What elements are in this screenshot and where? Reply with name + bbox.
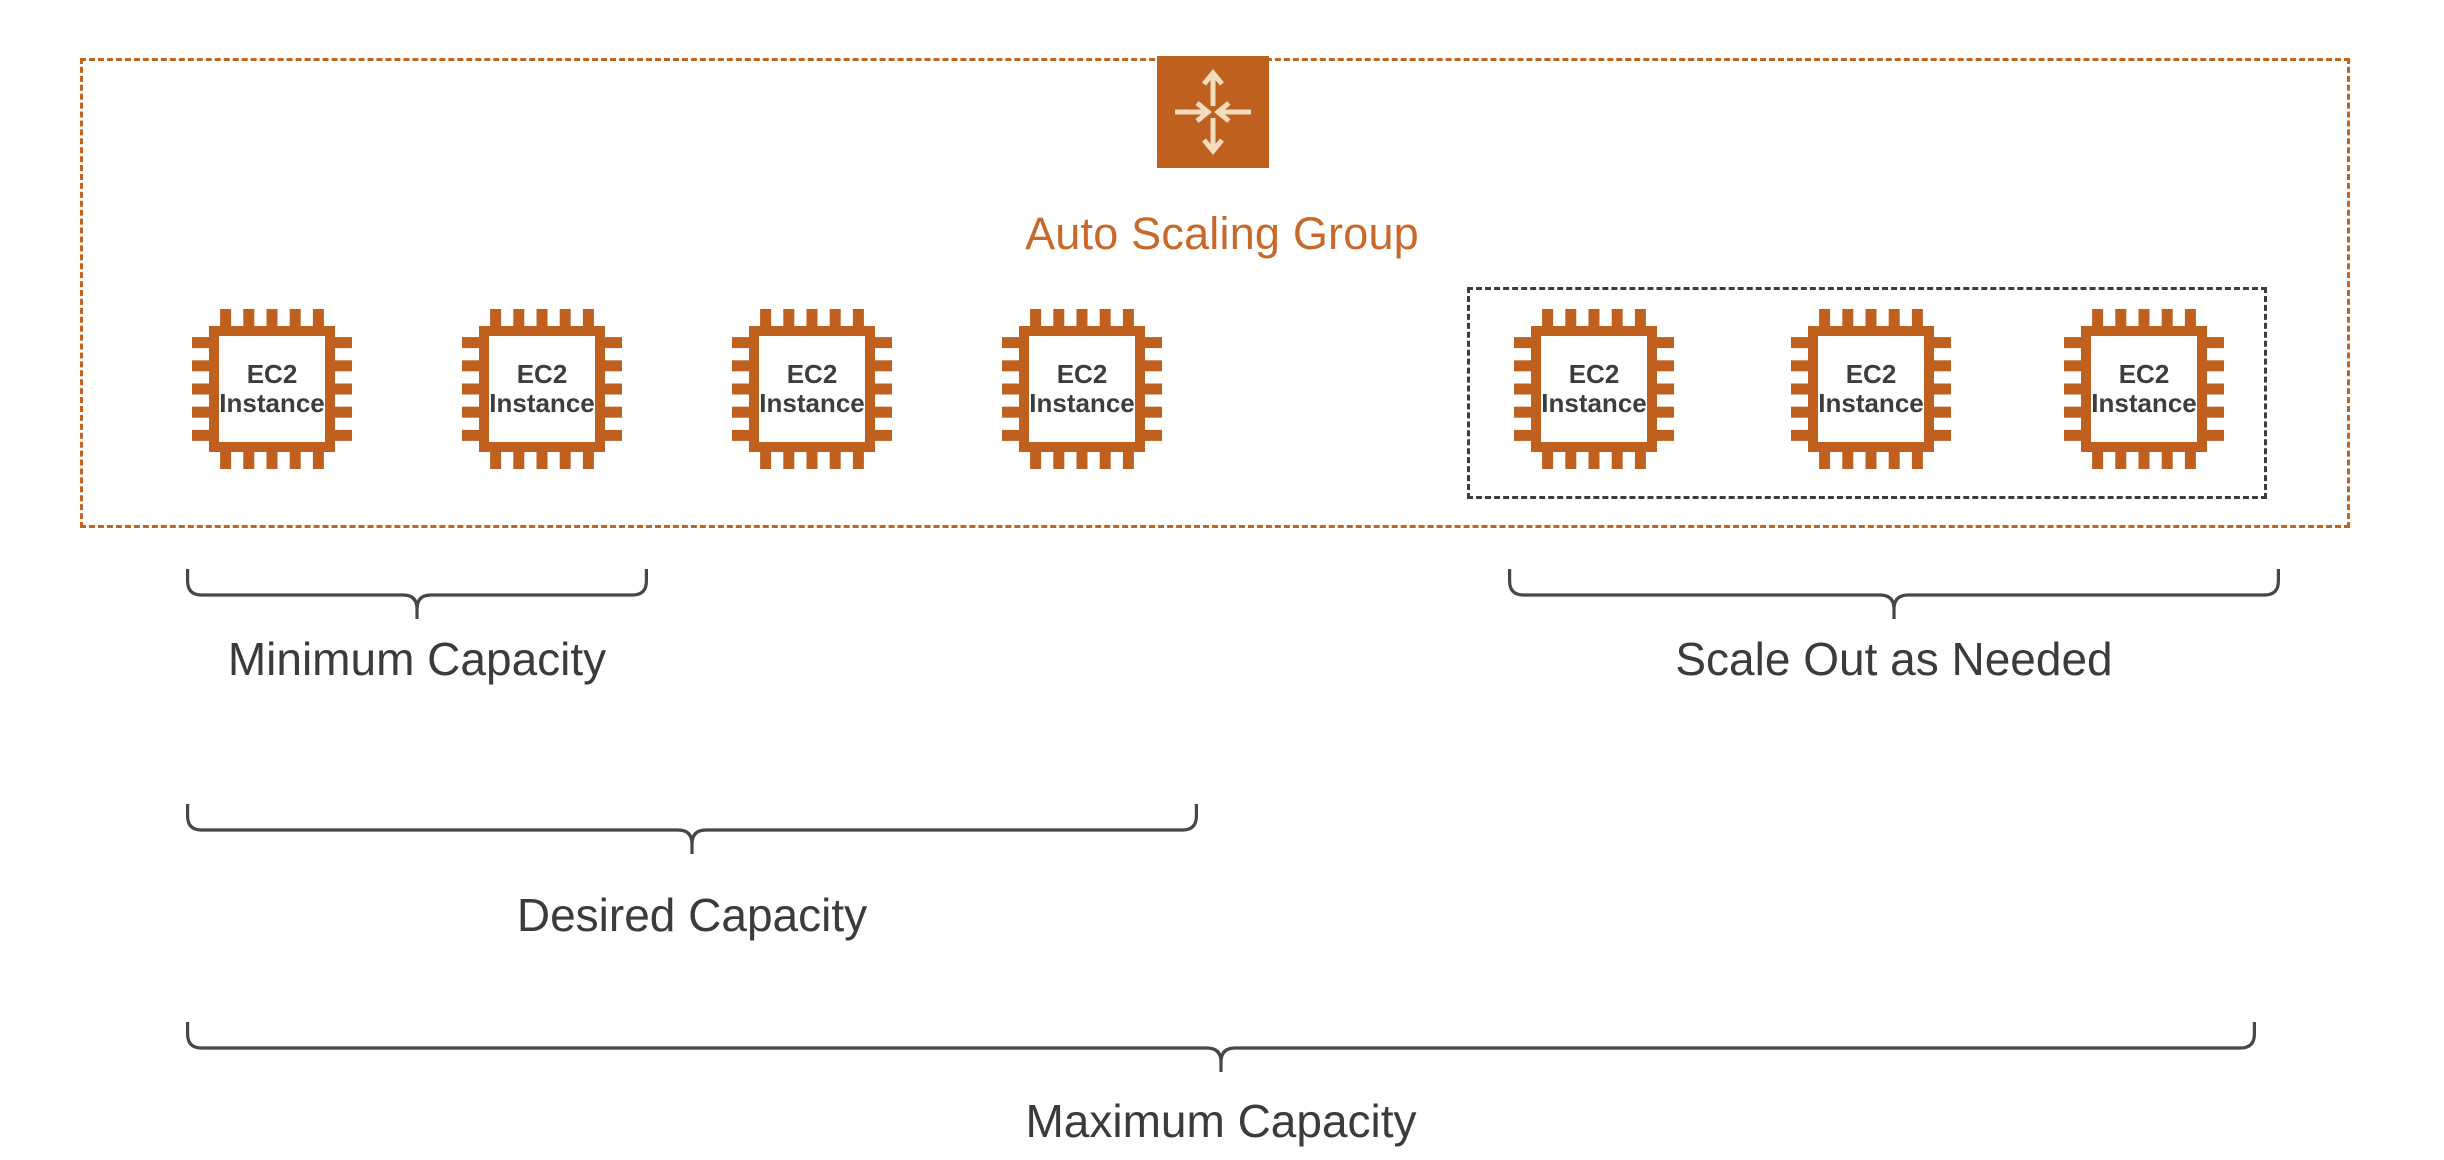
label-desired-capacity: Desired Capacity bbox=[516, 889, 868, 941]
label-scale-out-as-needed: Scale Out as Needed bbox=[1675, 633, 2113, 685]
label-minimum-capacity: Minimum Capacity bbox=[227, 633, 607, 685]
brace-scale-out-as-needed bbox=[1508, 565, 2280, 619]
brace-minimum-capacity bbox=[186, 565, 648, 619]
auto-scaling-group-title: Auto Scaling Group bbox=[1025, 208, 1419, 259]
scale-out-region-box bbox=[1467, 287, 2267, 499]
brace-desired-capacity bbox=[186, 800, 1198, 854]
brace-maximum-capacity bbox=[186, 1018, 2256, 1072]
label-maximum-capacity: Maximum Capacity bbox=[1025, 1095, 1417, 1147]
auto-scaling-arrows-icon bbox=[1157, 56, 1269, 168]
